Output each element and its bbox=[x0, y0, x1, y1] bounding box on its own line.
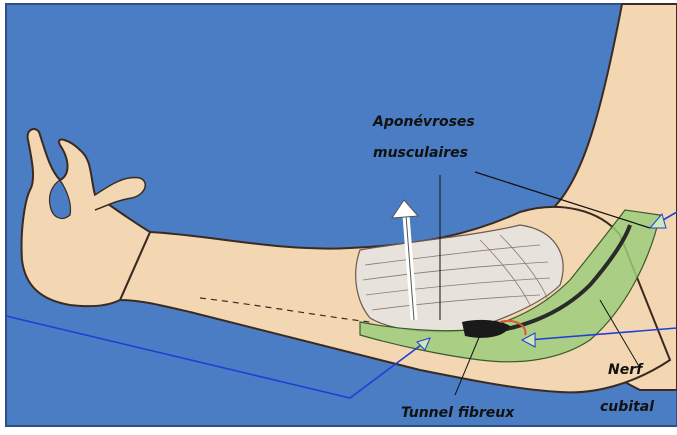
label-aponevroses-line2: musculaires bbox=[373, 145, 468, 161]
label-nerf-line2: cubital bbox=[600, 399, 654, 415]
label-nerf-line1: Nerf bbox=[608, 362, 644, 378]
label-aponevroses-line1: Aponévroses bbox=[372, 114, 475, 130]
label-tunnel: Tunnel fibreux bbox=[401, 405, 515, 421]
